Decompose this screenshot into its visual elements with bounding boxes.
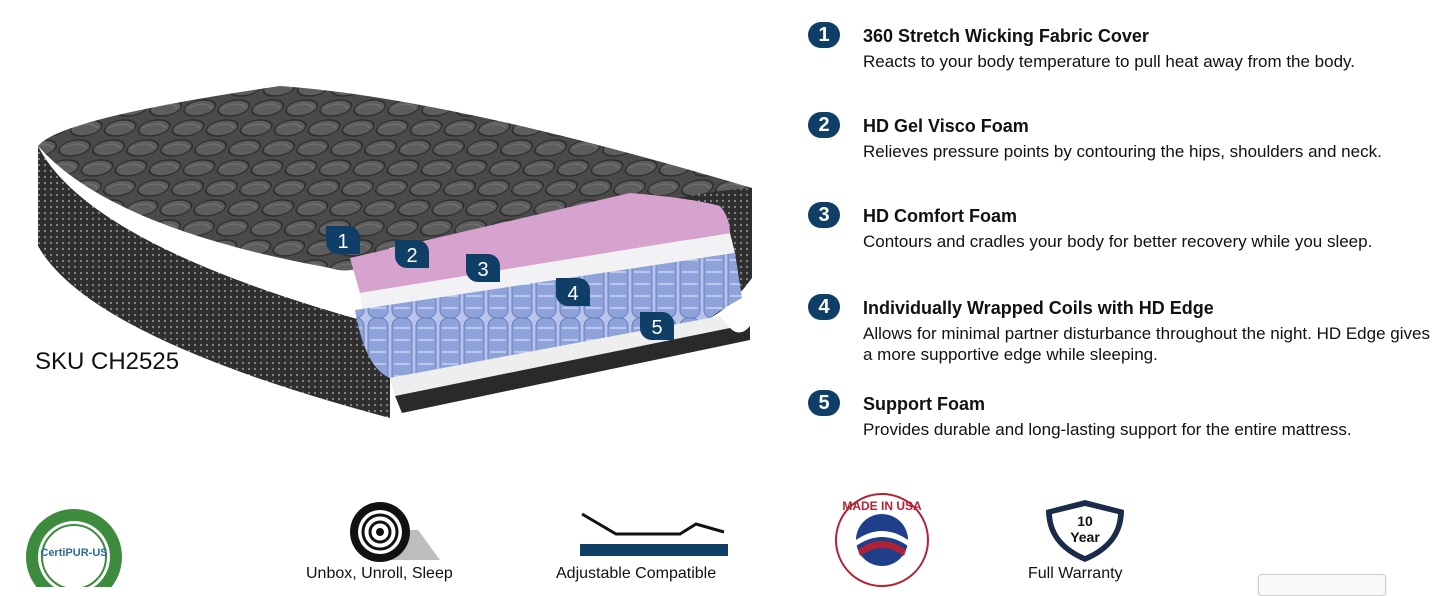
mattress-side-border xyxy=(38,146,390,418)
mattress-cutaway-illustration: 1 2 3 4 5 xyxy=(38,86,752,418)
adjustable-base-icon xyxy=(580,512,728,556)
base-layer xyxy=(395,326,750,413)
layer-marker-1: 1 xyxy=(326,226,360,254)
gel-visco-foam-layer xyxy=(350,193,730,293)
feature-description: Provides durable and long-lasting suppor… xyxy=(863,420,1352,439)
svg-text:3: 3 xyxy=(477,259,488,281)
svg-text:MADE IN USA: MADE IN USA xyxy=(842,499,922,513)
feature-title: Support Foam xyxy=(863,394,985,414)
corner-overlay-tag[interactable] xyxy=(1258,574,1386,596)
certipur-seal-icon: CertiPUR-US xyxy=(26,509,122,587)
svg-text:Year: Year xyxy=(1070,529,1100,545)
warranty-label: Full Warranty xyxy=(1028,565,1123,582)
rolled-mattress-icon xyxy=(350,502,440,562)
svg-text:1: 1 xyxy=(337,231,348,253)
feature-number-badge: 1 xyxy=(808,22,840,48)
svg-text:CertiPUR-US: CertiPUR-US xyxy=(40,547,107,559)
sku-label: SKU CH2525 xyxy=(35,348,180,375)
feature-title: Individually Wrapped Coils with HD Edge xyxy=(863,298,1214,318)
layer-marker-3: 3 xyxy=(466,254,500,282)
mattress-top-surface xyxy=(38,86,752,271)
svg-text:4: 4 xyxy=(567,283,578,305)
feature-number-badge: 4 xyxy=(808,294,840,320)
unbox-label: Unbox, Unroll, Sleep xyxy=(306,565,453,582)
svg-text:5: 5 xyxy=(651,317,662,339)
feature-description: Contours and cradles your body for bette… xyxy=(863,232,1373,251)
feature-title: 360 Stretch Wicking Fabric Cover xyxy=(863,26,1149,46)
feature-description: Reacts to your body temperature to pull … xyxy=(863,52,1356,71)
feature-title: HD Comfort Foam xyxy=(863,206,1017,226)
warranty-shield-icon: 10 Year xyxy=(1046,500,1124,562)
svg-text:2: 2 xyxy=(406,245,417,267)
feature-description: Allows for minimal partner disturbance t… xyxy=(863,324,1430,364)
layer-marker-5: 5 xyxy=(640,312,674,340)
svg-text:10: 10 xyxy=(1077,513,1093,529)
adjustable-label: Adjustable Compatible xyxy=(556,565,717,582)
layer-marker-4: 4 xyxy=(556,278,590,306)
layer-marker-2: 2 xyxy=(395,240,429,268)
feature-number-badge: 2 xyxy=(808,112,840,138)
feature-number-badge: 5 xyxy=(808,390,840,416)
feature-description: Relieves pressure points by contouring t… xyxy=(863,142,1382,161)
made-in-usa-seal-icon: MADE IN USA xyxy=(835,493,929,587)
feature-number-badge: 3 xyxy=(808,202,840,228)
coil-layer xyxy=(355,253,742,378)
comfort-foam-layer xyxy=(360,233,735,310)
feature-title: HD Gel Visco Foam xyxy=(863,116,1029,136)
